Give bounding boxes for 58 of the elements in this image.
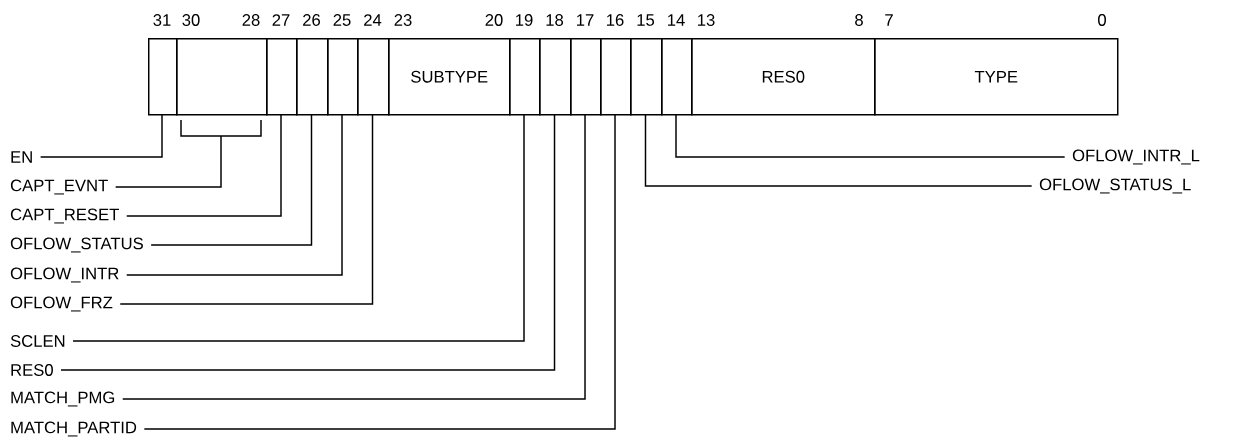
leader-line xyxy=(126,114,282,217)
leader-line xyxy=(114,119,262,188)
leader-line xyxy=(143,114,616,430)
field-label: SCLEN xyxy=(10,335,65,347)
register-field xyxy=(176,38,268,116)
bit-number: 24 xyxy=(364,14,382,26)
register-field: RES0 xyxy=(691,38,876,116)
leader-line xyxy=(60,114,556,371)
bit-number: 17 xyxy=(577,14,594,26)
bit-number: 26 xyxy=(303,14,321,26)
field-label: RES0 xyxy=(11,364,53,376)
register-field xyxy=(327,38,359,116)
register-field xyxy=(539,38,572,116)
bit-number: 8 xyxy=(855,14,863,26)
register-field: TYPE xyxy=(874,38,1119,116)
leader-line xyxy=(126,114,343,276)
bit-number: 15 xyxy=(637,14,655,26)
bit-number: 30 xyxy=(182,14,200,26)
bit-number: 28 xyxy=(242,14,260,26)
register-field xyxy=(266,38,298,116)
leader-line xyxy=(72,114,525,342)
register-field xyxy=(509,38,541,116)
register-field xyxy=(661,38,693,116)
bit-number: 14 xyxy=(668,14,685,26)
field-label: EN xyxy=(11,151,32,163)
register-field xyxy=(148,38,178,116)
bit-number: 13 xyxy=(698,14,715,26)
bit-number: 19 xyxy=(516,14,533,26)
leader-line xyxy=(150,114,313,246)
field-label: OFLOW_STATUS_L xyxy=(1039,178,1191,194)
field-label: OFLOW_INTR xyxy=(10,267,119,283)
field-label: MATCH_PARTID xyxy=(11,421,137,437)
bit-number: 20 xyxy=(485,14,503,26)
field-label: MATCH_PMG xyxy=(11,391,115,407)
leader-line xyxy=(675,114,1066,158)
register-field xyxy=(296,38,329,116)
leader-line xyxy=(644,114,1033,187)
bit-number: 23 xyxy=(394,14,412,26)
bit-number: 0 xyxy=(1098,14,1106,26)
field-label: OFLOW_INTR_L xyxy=(1072,149,1200,165)
bit-number: 7 xyxy=(885,14,893,26)
register-field xyxy=(630,38,663,116)
leader-line xyxy=(122,114,586,400)
leader-line xyxy=(119,114,374,305)
field-label: OFLOW_STATUS xyxy=(10,237,143,253)
register-field xyxy=(357,38,390,116)
register-field xyxy=(570,38,602,116)
bit-number: 27 xyxy=(272,14,290,26)
field-label: CAPT_RESET xyxy=(10,208,119,224)
field-label: CAPT_EVNT xyxy=(10,179,108,195)
bit-number: 31 xyxy=(153,14,171,26)
register-field xyxy=(600,38,632,116)
register-field: SUBTYPE xyxy=(388,38,511,116)
bit-number: 18 xyxy=(546,14,564,26)
bit-number: 25 xyxy=(333,14,351,26)
bit-number: 16 xyxy=(607,14,624,26)
leader-line xyxy=(39,114,163,158)
field-label: OFLOW_FRZ xyxy=(10,296,113,312)
